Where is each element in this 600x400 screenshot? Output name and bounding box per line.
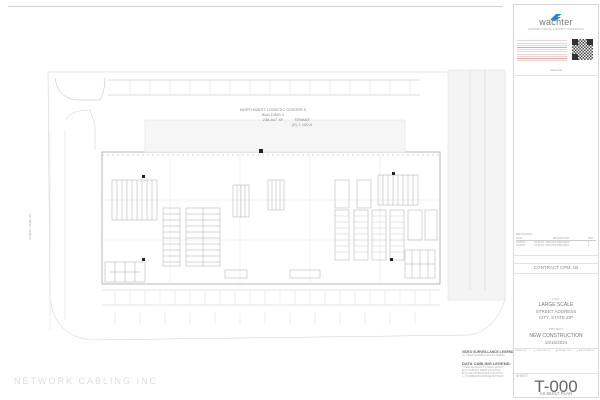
divider [514,273,598,274]
building-number: BUILDING 1 [261,112,285,117]
wall-drop-icon: ▪ [462,366,464,369]
sheet-label: SHEET: [516,374,529,378]
building-label: NORTHWEST LOGISTIC CENTER 5 BUILDING 1 2… [218,107,328,122]
data-legend-item: — (X) FIBER BACKBONE PATHWAY [462,375,504,378]
sheet-number: T-000 [534,377,578,396]
disclaimer-text-block [517,39,567,61]
rack-icon: ◩ [462,372,466,375]
divider [514,348,598,349]
divider [514,263,598,264]
client-name: LARGE SCALE [538,302,574,308]
drop-location-icon: ■ [462,369,465,372]
project-date: 10/15/2024 [544,340,568,345]
floor-plan-drawing: NORTHWEST LOGISTIC CENTER 5 BUILDING 1 2… [8,6,506,386]
divider [514,373,598,374]
revisions-row: 00/00/00 AS-BUILT UPDATES PER FIELD 2 [516,244,590,247]
data-legend-item: ▪ CABLING DROP TO WALL MOUNT [462,366,504,369]
site-plan-svg [47,69,506,341]
callout-sub: (E) 1 100 A [292,122,313,127]
client-address: STREET ADDRESS [535,309,577,314]
revisions-table: DATE DESCRIPTION REV 00/00/00 AS-BUILT U… [516,237,596,247]
sheet-title: AS-BUILT PLAN [539,391,573,396]
contract-label: CONTRACT CPM: 1B [533,265,579,270]
revisions-header-row: DATE DESCRIPTION REV [516,237,596,241]
divider [514,75,598,76]
logo-subtitle: NETWORK CABLING & SECURITY INTEGRATION [528,28,584,31]
project-name: NEW CONSTRUCTION [529,333,583,339]
building-name: NORTHWEST LOGISTIC CENTER 5 [239,107,307,112]
logo-text: wachter [539,17,573,27]
revisions-row: 00/00/00 AS-BUILT UPDATES PER FIELD 1 [516,241,590,244]
sheet-border-top [8,6,503,7]
project-label: PROJECT [548,327,563,331]
wachter-logo-icon [548,9,564,21]
revisions-title: REVISIONS [516,232,533,236]
client-label: FOR: [552,297,560,301]
divider [514,255,598,256]
company-watermark: NETWORK CABLING INC [14,376,159,386]
building-area: 238,847 SF [262,117,284,122]
title-block: wachter NETWORK CABLING & SECURITY INTEG… [513,4,599,398]
qr-code [572,39,593,60]
video-legend-item: (X) VIDEO SURVEILLANCE CAMERA [462,354,505,357]
street-label: STREET NAME RD [28,213,32,240]
tenant-callout: TENANT (E) 1 100 A [292,117,312,127]
fiber-icon: — [462,375,466,378]
callout-label: TENANT [294,117,310,122]
data-legend-title: DATA CABLING LEGEND: [462,361,511,366]
legend-panel: VIDEO SURVEILLANCE LEGEND: (X) VIDEO SUR… [462,350,515,378]
stamp-label: SEALED [550,68,562,72]
data-legend-item: ■ (X) CABLING DROP LOCATION [462,369,501,372]
data-legend-item: ◩ (X) NETWORK RACK LOCATION [462,372,503,375]
info-header-row: DRAWN BY CHECKED BY PROJECT NO. APPROVED… [515,350,595,352]
client-city: CITY, STATE ZIP [538,315,574,320]
video-legend-title: VIDEO SURVEILLANCE LEGEND: [462,350,515,354]
